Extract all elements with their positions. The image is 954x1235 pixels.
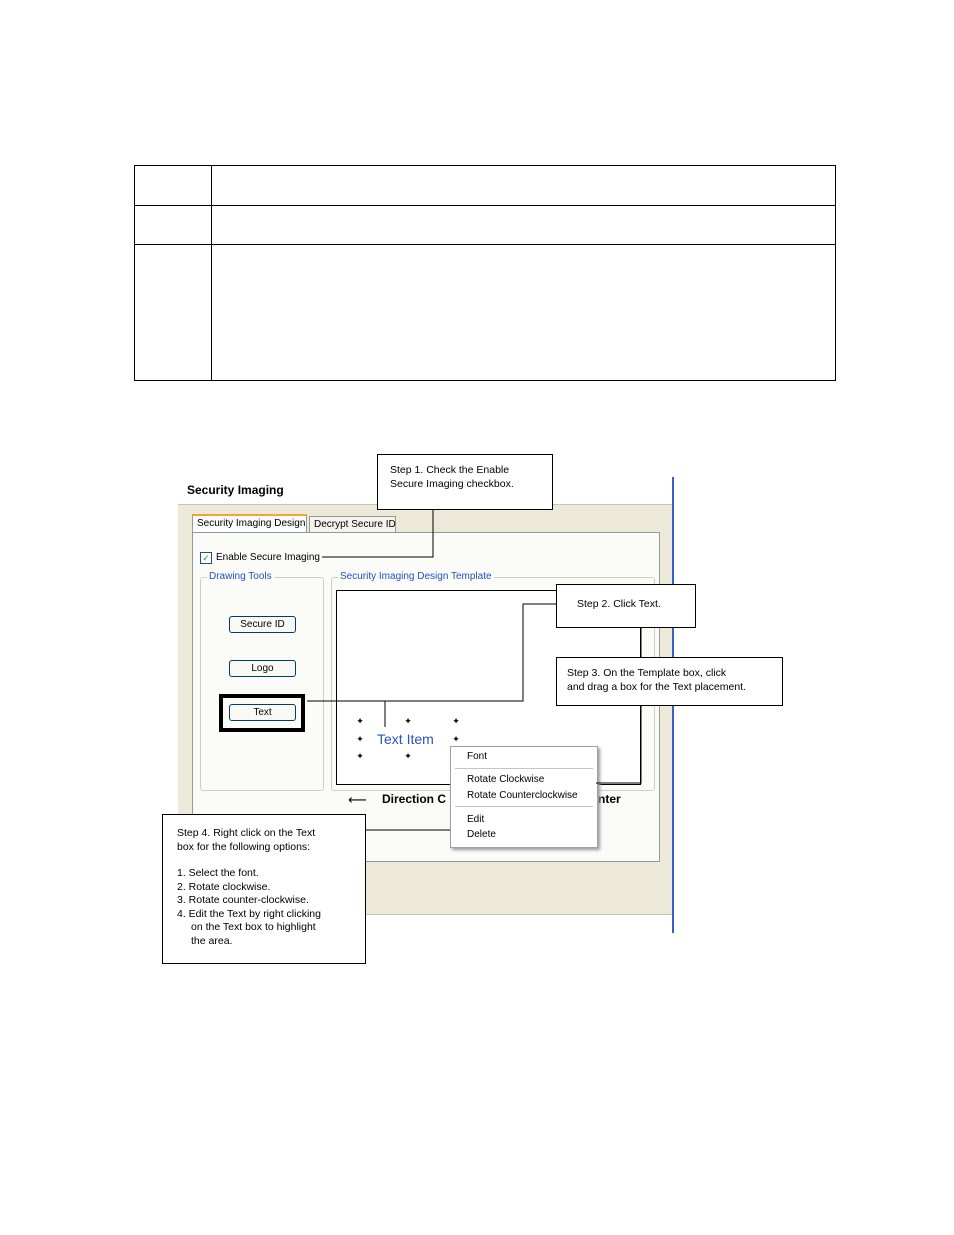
callout-step-4-intro: box for the following options: — [177, 840, 311, 853]
resize-handle-icon[interactable]: ✦ — [452, 717, 460, 727]
window-bottom-strip — [366, 914, 672, 933]
callout-step-3: Step 3. On the Template box, click and d… — [556, 657, 783, 706]
table-row-divider — [135, 205, 835, 206]
table-row-divider — [135, 244, 835, 245]
text-item[interactable]: Text Item — [377, 731, 434, 747]
callout-step-4-item: 1. Select the font. — [177, 867, 259, 879]
callout-step-1-line: Step 1. Check the Enable — [390, 464, 510, 476]
resize-handle-icon[interactable]: ✦ — [356, 717, 364, 727]
callout-step-3-line: Step 3. On the Template box, click — [567, 667, 727, 679]
resize-handle-icon[interactable]: ✦ — [356, 735, 364, 745]
callout-step-3-line: and drag a box for the Text placement. — [567, 681, 747, 693]
secure-id-button[interactable]: Secure ID — [229, 616, 296, 633]
tab-decrypt-secure-id[interactable]: Decrypt Secure ID — [309, 516, 396, 534]
text-button-highlight — [219, 694, 305, 732]
enable-secure-imaging-label: Enable Secure Imaging — [216, 552, 320, 563]
menu-separator — [455, 768, 593, 769]
resize-handle-icon[interactable]: ✦ — [404, 717, 412, 727]
enable-secure-imaging-row[interactable]: ✓ Enable Secure Imaging — [200, 551, 320, 564]
callout-step-4-continuation: the area. — [191, 934, 233, 947]
context-menu: Font Rotate Clockwise Rotate Countercloc… — [450, 746, 598, 848]
table-column-divider — [211, 166, 212, 380]
callout-step-4-item: 4. Edit the Text by right clicking — [177, 907, 321, 920]
callout-step-4: Step 4. Right click on the Text box for … — [162, 814, 366, 964]
menu-item-edit[interactable]: Edit — [467, 814, 485, 825]
logo-button[interactable]: Logo — [229, 660, 296, 677]
window-title: Security Imaging — [187, 483, 284, 497]
drawing-tools-label: Drawing Tools — [207, 571, 274, 582]
document-table — [134, 165, 836, 381]
menu-item-font[interactable]: Font — [467, 751, 488, 762]
arrow-left-icon: ⟵ — [348, 793, 367, 808]
text-button[interactable]: Text — [229, 704, 296, 721]
callout-step-4-continuation: on the Text box to highlight — [191, 921, 316, 933]
menu-item-rotate-clockwise[interactable]: Rotate Clockwise — [467, 774, 545, 785]
resize-handle-icon[interactable]: ✦ — [356, 752, 364, 762]
resize-handle-icon[interactable]: ✦ — [404, 752, 412, 762]
callout-step-4-intro: Step 4. Right click on the Text — [177, 827, 316, 839]
direction-label-tail: nter — [598, 792, 621, 806]
callout-step-4-item: 3. Rotate counter-clockwise. — [177, 894, 309, 906]
enable-secure-imaging-checkbox[interactable]: ✓ — [200, 552, 212, 564]
menu-item-rotate-counterclockwise[interactable]: Rotate Counterclockwise — [467, 790, 578, 801]
design-template-label: Security Imaging Design Template — [338, 571, 494, 582]
callout-step-4-item: 2. Rotate clockwise. — [177, 880, 271, 893]
callout-step-2: Step 2. Click Text. — [556, 584, 696, 628]
callout-step-1-line: Secure Imaging checkbox. — [390, 478, 514, 490]
resize-handle-icon[interactable]: ✦ — [452, 735, 460, 745]
menu-separator — [455, 806, 593, 807]
tab-security-imaging-design[interactable]: Security Imaging Design — [192, 514, 307, 534]
drawing-tools-group: Drawing Tools — [200, 571, 324, 791]
direction-label: Direction C — [382, 792, 447, 806]
callout-step-2-text: Step 2. Click Text. — [577, 598, 661, 610]
menu-item-delete[interactable]: Delete — [467, 829, 496, 840]
callout-step-1: Step 1. Check the Enable Secure Imaging … — [377, 454, 553, 510]
